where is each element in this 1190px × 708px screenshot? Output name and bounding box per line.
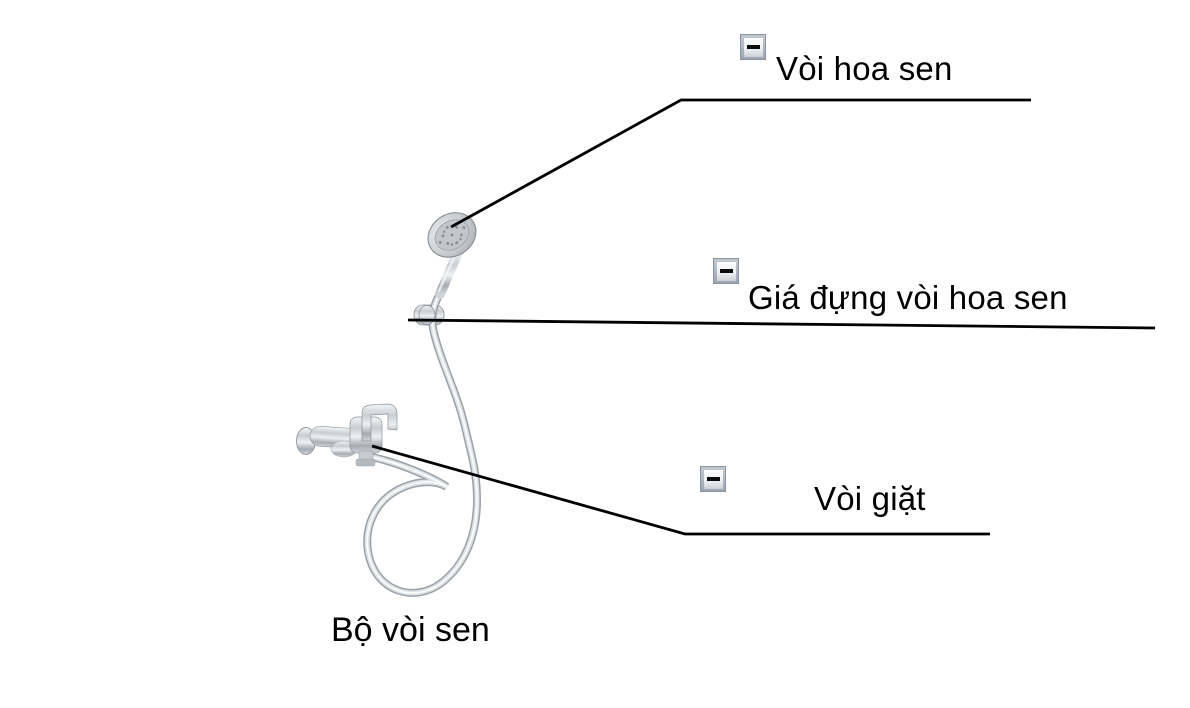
callout-label-holder: Giá đựng vòi hoa sen xyxy=(748,279,1068,316)
callout-line-shower-head xyxy=(450,98,1031,229)
toggle-inner xyxy=(716,261,736,281)
mixer-faucet xyxy=(296,403,398,467)
callout-label-washing-spray: Vòi giặt xyxy=(814,480,926,517)
callout-label-shower-head: Vòi hoa sen xyxy=(776,50,953,87)
collapse-toggle-washing-spray[interactable] xyxy=(700,466,726,492)
minus-icon xyxy=(746,45,760,49)
diagram-caption: Bộ vòi sen xyxy=(331,611,490,649)
minus-icon xyxy=(719,269,733,273)
callout-line-holder xyxy=(407,318,1156,330)
shower-hose xyxy=(363,287,482,597)
collapse-toggle-shower-head[interactable] xyxy=(740,34,766,60)
shower-head xyxy=(427,212,477,299)
callout-line-washing-spray xyxy=(371,444,990,536)
callout-lines xyxy=(371,98,1156,536)
toggle-inner xyxy=(703,469,723,489)
toggle-inner xyxy=(743,37,763,57)
collapse-toggle-holder[interactable] xyxy=(713,258,739,284)
minus-icon xyxy=(706,477,720,481)
